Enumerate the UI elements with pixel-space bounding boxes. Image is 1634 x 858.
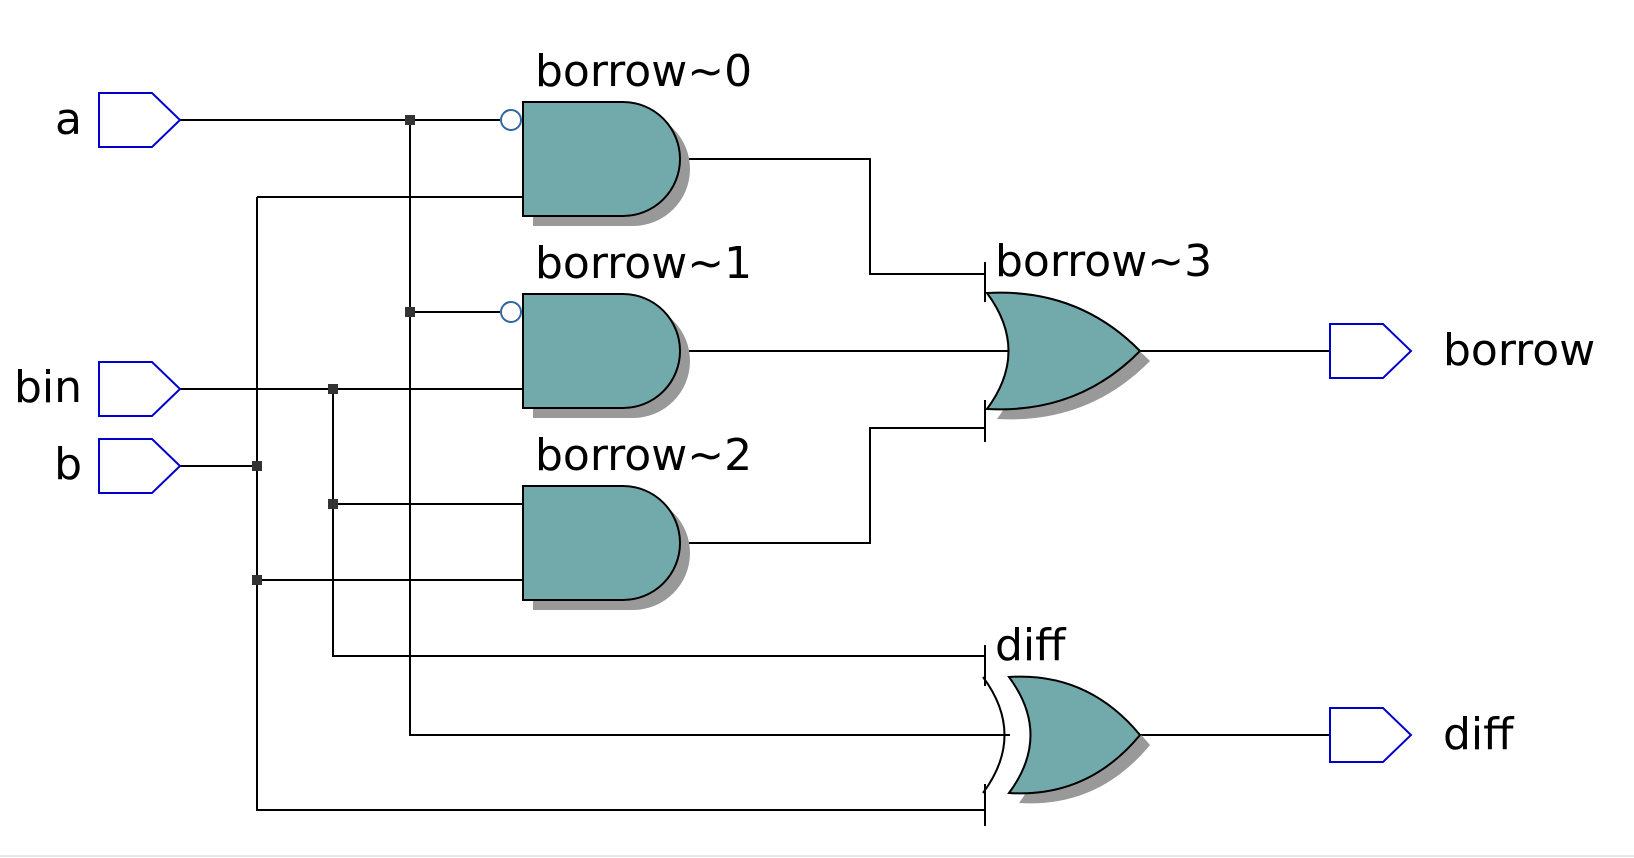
gate-label-borrow1: borrow~1 [535,238,752,289]
wires [180,119,1330,811]
wire-bin-trunk [332,389,985,657]
junction-dot [405,307,415,317]
junction-dot [252,461,262,471]
input-label-a: a [55,94,82,145]
output-label-diff: diff [1443,709,1515,760]
gate-label-borrow3: borrow~3 [995,236,1212,287]
input-label-b: b [54,439,82,490]
junction-dot [252,575,262,585]
input-pin-b[interactable]: b [54,438,182,494]
and-gate-borrow0[interactable]: borrow~0 [500,46,752,226]
junction-dot [328,499,338,509]
input-pin-bin[interactable]: bin [14,361,182,417]
xor-gate-diff[interactable]: diff [982,620,1150,826]
wire-b-trunk [256,197,985,811]
gate-label-borrow2: borrow~2 [535,430,752,481]
junction-dot [405,115,415,125]
output-label-borrow: borrow [1443,325,1595,376]
inverter-bubble [500,109,522,131]
and-gate-borrow1[interactable]: borrow~1 [500,238,752,418]
wire-borrow0-out [680,158,985,275]
gate-label-borrow0: borrow~0 [535,46,752,97]
gate-label-diff: diff [995,620,1067,671]
input-pin-a[interactable]: a [55,92,182,148]
output-pin-borrow[interactable]: borrow [1329,323,1595,379]
junctions [252,115,415,585]
wire-borrow2-out [680,427,985,544]
or-gate-borrow3[interactable]: borrow~3 [984,236,1212,442]
inverter-bubble [500,301,522,323]
output-pin-diff[interactable]: diff [1329,707,1515,763]
and-gate-borrow2[interactable]: borrow~2 [522,430,752,610]
input-label-bin: bin [14,362,82,413]
junction-dot [328,384,338,394]
wire-a-trunk [409,120,985,736]
